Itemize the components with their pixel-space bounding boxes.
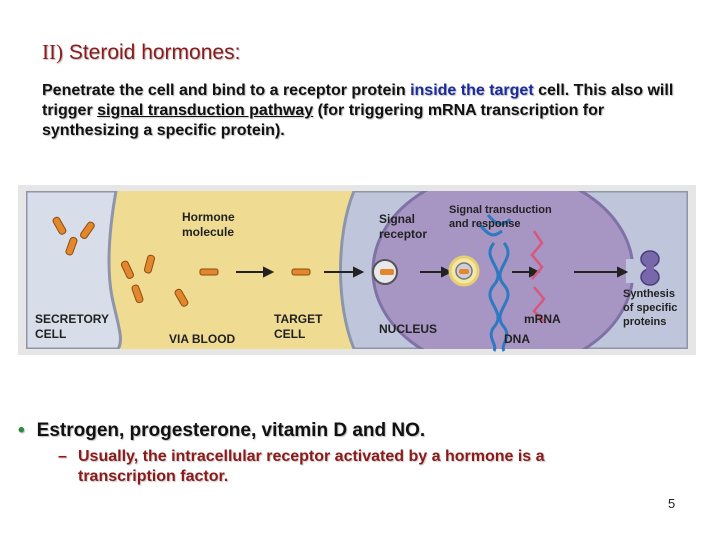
label-synthesis-2: of specific (623, 302, 677, 314)
para-part-5: (for triggering mRNA transcription for s… (42, 102, 605, 139)
bullet-marker: • (18, 420, 25, 441)
label-target-cell-1: TARGET (274, 312, 323, 326)
para-part-1: Penetrate the cell and bind to a recepto… (42, 82, 411, 99)
title-text: Steroid hormones: (68, 41, 241, 64)
label-dna: DNA (504, 332, 530, 346)
label-synthesis-3: proteins (623, 316, 666, 328)
label-hormone-molecule-2: molecule (182, 225, 234, 239)
para-underlined: signal transduction pathway (97, 102, 314, 119)
signal-receptor (372, 259, 398, 285)
secretory-cell (26, 191, 122, 349)
label-secretory-cell-1: SECRETORY (35, 312, 109, 326)
receptor-hormone-complex (448, 255, 480, 287)
label-signal-transduction-1: Signal transduction (449, 204, 552, 216)
steroid-hormone-diagram: Hormone molecule Signal receptor Signal … (18, 185, 696, 355)
sub-bullet-text: Usually, the intracellular receptor acti… (78, 448, 545, 485)
page-number: 5 (668, 496, 676, 511)
intro-paragraph: Penetrate the cell and bind to a recepto… (42, 81, 692, 141)
label-nucleus: NUCLEUS (379, 322, 437, 336)
hormone-molecules-secreted (120, 254, 189, 307)
hormone-molecule-target (291, 268, 311, 276)
arrow-2-head (353, 266, 365, 278)
label-secretory-cell-2: CELL (35, 327, 66, 341)
title-numeral: II) (42, 40, 63, 64)
hormone-molecules-stored (52, 216, 95, 256)
sub-bullet-marker: – (58, 448, 67, 465)
protein-product (640, 250, 660, 286)
mrna-strand (530, 230, 547, 324)
dna-helix (478, 214, 512, 352)
arrow-3-head (441, 266, 453, 278)
label-hormone-molecule-1: Hormone (182, 210, 235, 224)
nuclear-pore (626, 259, 640, 283)
arrow-1-head (263, 266, 275, 278)
arrow-4-head (529, 266, 541, 278)
label-signal-receptor-1: Signal (379, 212, 415, 226)
label-signal-transduction-2: and response (449, 218, 521, 230)
label-target-cell-2: CELL (274, 327, 305, 341)
bullet-text: Estrogen, progesterone, vitamin D and NO… (36, 420, 426, 441)
label-signal-receptor-2: receptor (379, 227, 427, 241)
label-via-blood: VIA BLOOD (169, 332, 236, 346)
sub-bullet-item: – Usually, the intracellular receptor ac… (58, 447, 618, 487)
slide-title: II) Steroid hormones: (42, 40, 240, 65)
label-synthesis-1: Synthesis (623, 288, 675, 300)
para-highlight: inside the target (410, 82, 534, 99)
para-part-3: cell. This also will trigger (42, 82, 674, 119)
bullet-item: • Estrogen, progesterone, vitamin D and N… (18, 420, 425, 442)
hormone-molecule-blood (199, 268, 219, 276)
label-mrna: mRNA (524, 312, 561, 326)
arrow-5-head (617, 266, 629, 278)
